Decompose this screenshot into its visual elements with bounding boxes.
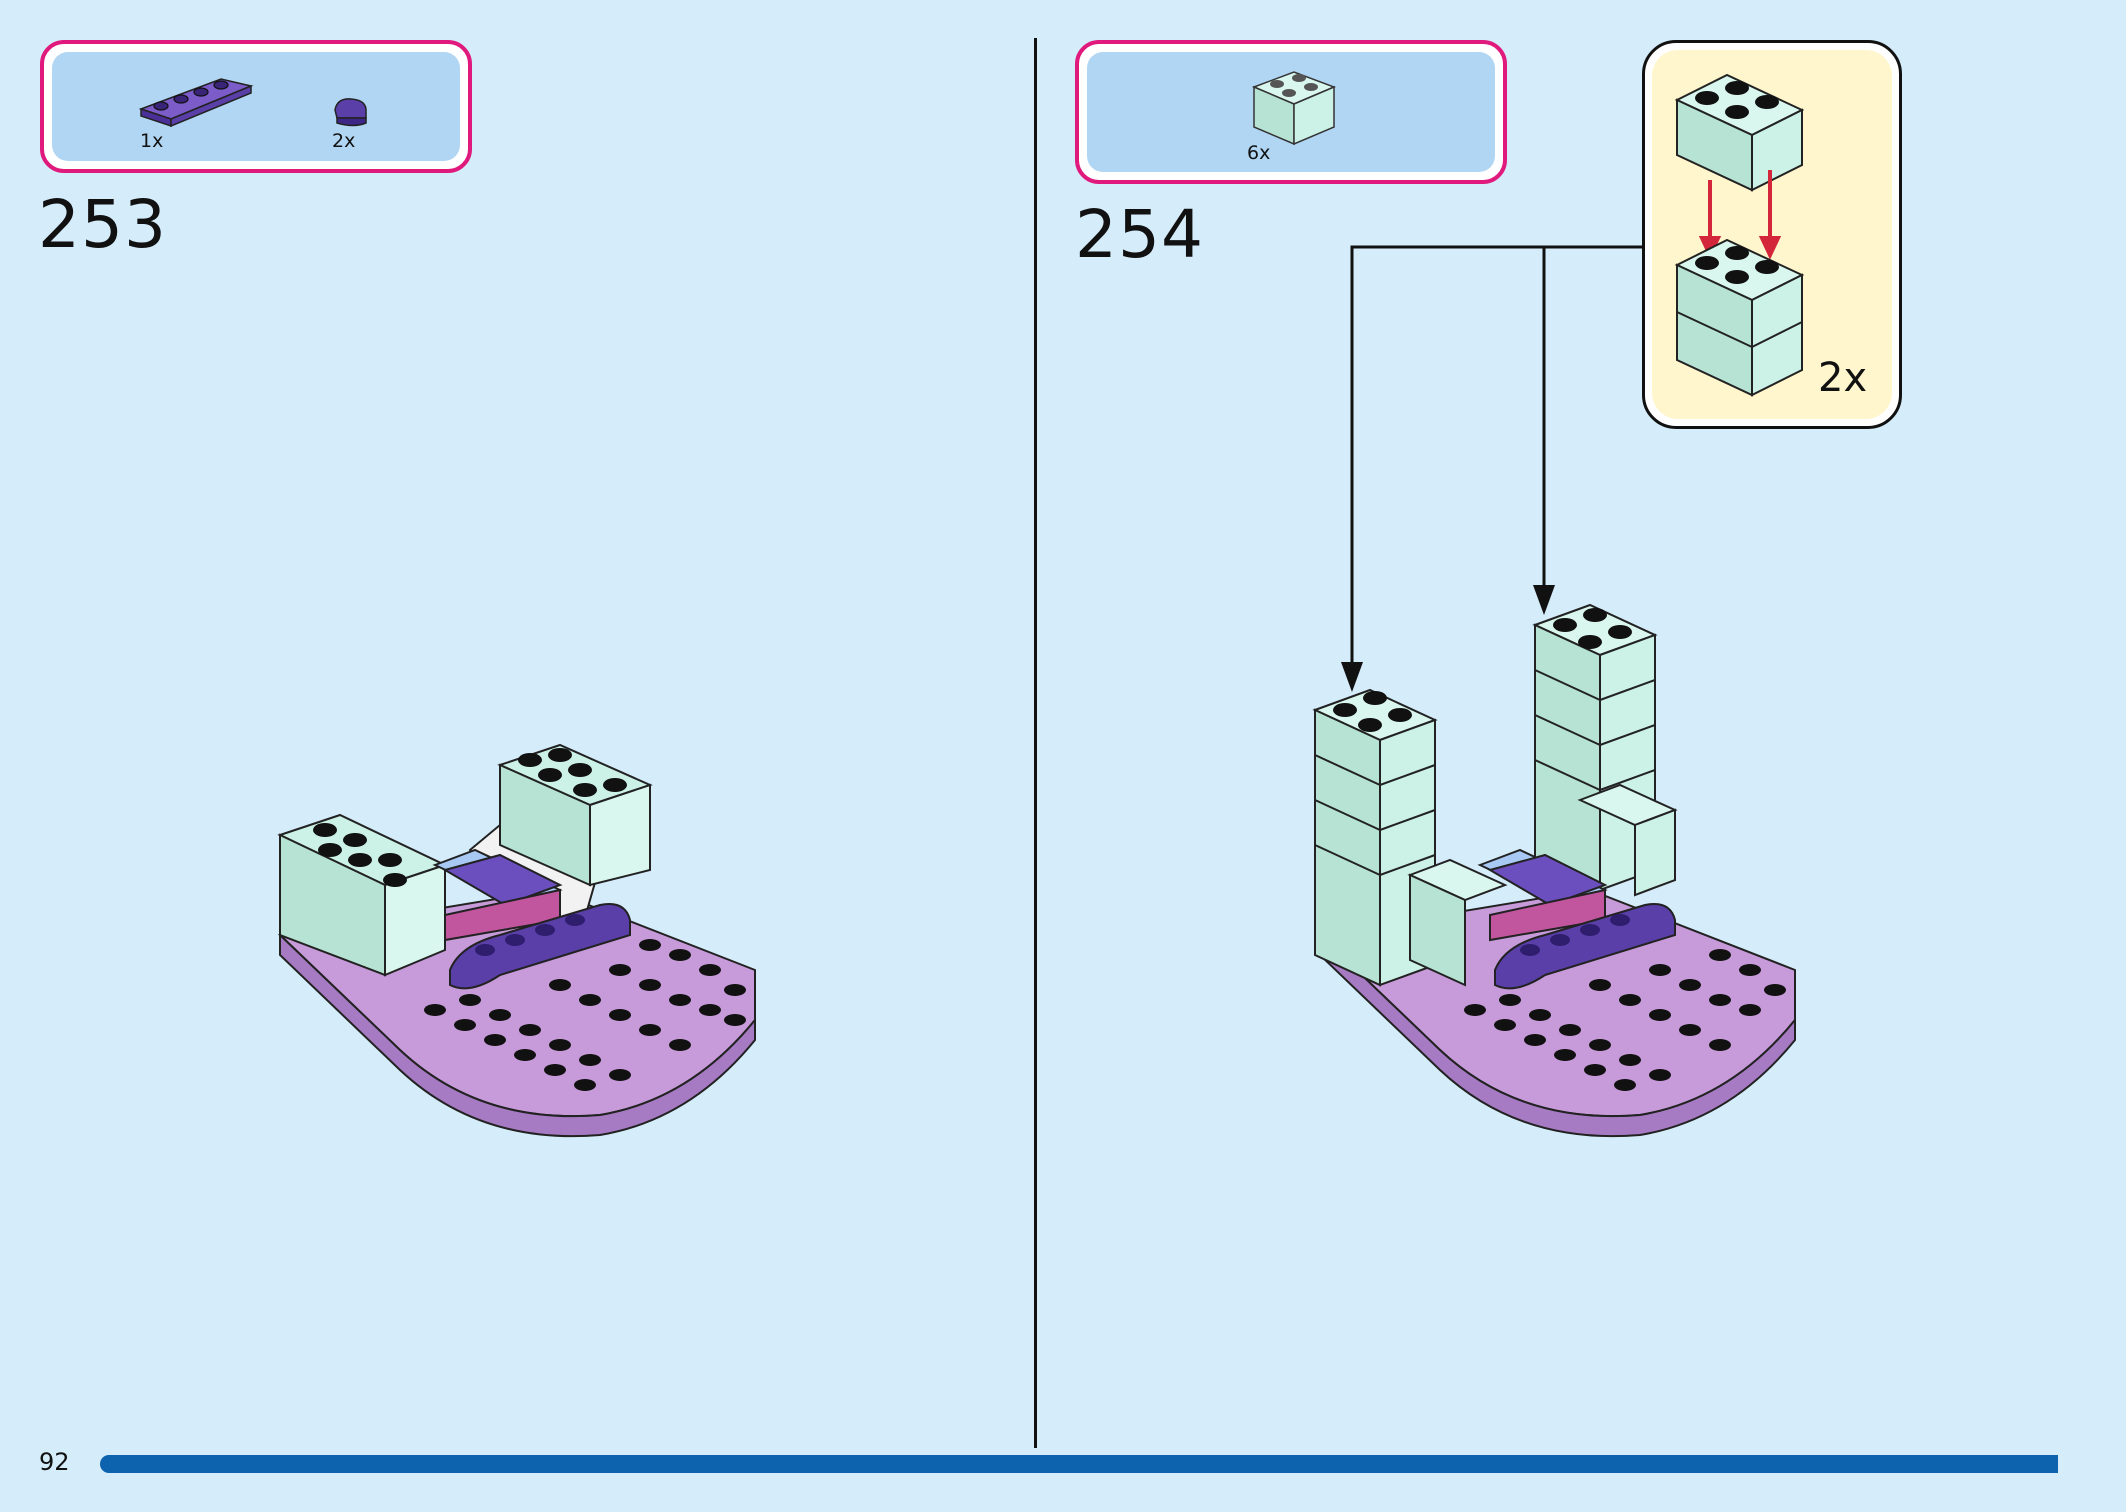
model-illustration-step-253: [277, 743, 756, 1138]
parts-list-step-253: 1x 2x: [40, 40, 472, 173]
page-number: 92: [39, 1448, 70, 1476]
parts-list-panel: [52, 52, 460, 161]
model-illustration-step-254: [1312, 603, 1796, 1138]
parts-list-step-254: 6x: [1075, 40, 1507, 184]
part-qty: 1x: [140, 130, 164, 152]
purple-round-tile-part-icon: [334, 98, 367, 127]
mint-brick-part-icon: [1251, 71, 1337, 146]
part-qty: 6x: [1247, 142, 1271, 164]
part-qty: 2x: [332, 130, 356, 152]
page-divider: [1034, 38, 1037, 1448]
progress-bar-fill: [100, 1455, 2058, 1473]
step-number: 254: [1075, 196, 1204, 273]
progress-bar: [100, 1455, 2126, 1473]
purple-plate-part-icon: [138, 78, 254, 128]
callout-qty: 2x: [1818, 355, 1868, 401]
sub-assembly-illustration: [1674, 73, 1805, 397]
step-number: 253: [38, 186, 167, 263]
